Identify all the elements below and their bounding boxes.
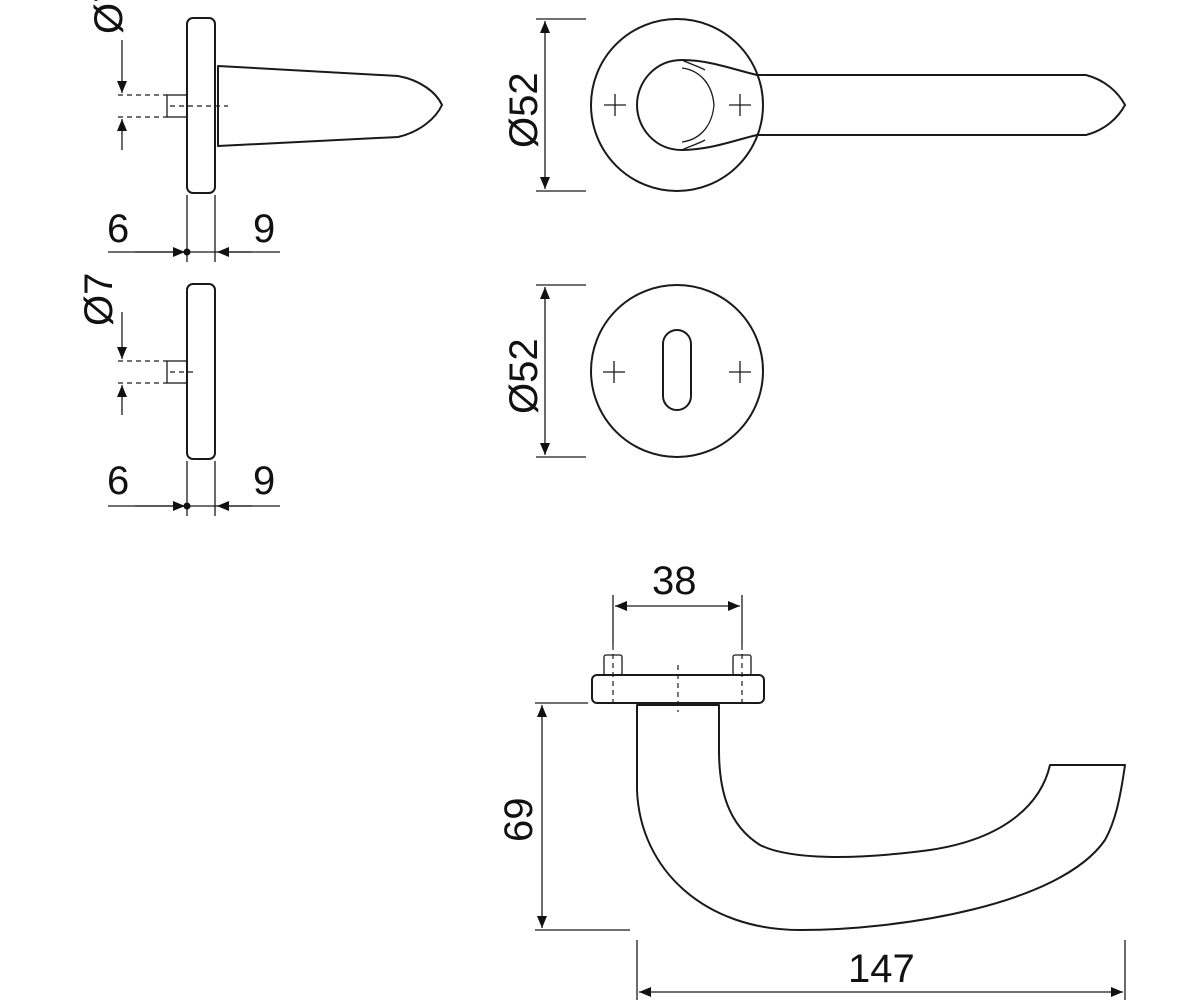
escutcheon-diameter-label: Ø52 — [502, 338, 546, 414]
rose-front-view: Ø52 — [502, 18, 1126, 192]
escutcheon-disc — [590, 284, 764, 458]
escutcheon-right-offset-label: 9 — [253, 459, 275, 503]
rose-base-plate — [591, 674, 765, 704]
rose-side-view: Ø7 6 9 — [87, 0, 443, 262]
lever-side-profile — [217, 65, 443, 147]
rose-right-offset-label: 9 — [253, 207, 275, 251]
handle-length-label: 147 — [848, 947, 915, 991]
screw-mark-left — [603, 361, 625, 383]
screw-spacing-label: 38 — [652, 559, 697, 603]
lever-neck — [636, 59, 758, 151]
screw-mark-left — [604, 94, 626, 116]
screw-mark-right — [729, 94, 751, 116]
rose-pin-diameter-label: Ø7 — [87, 0, 131, 34]
lever-top-view: 38 69 147 — [497, 559, 1126, 1000]
escutcheon-pin-diameter-label: Ø7 — [77, 273, 121, 326]
handle-projection-label: 69 — [497, 798, 541, 843]
escutcheon-pin — [166, 360, 188, 384]
escutcheon-front-view: Ø52 — [502, 284, 764, 458]
rose-diameter-label: Ø52 — [502, 72, 546, 148]
rose-disc — [590, 18, 764, 192]
spindle-pin — [166, 94, 188, 118]
escutcheon-left-offset-label: 6 — [107, 459, 129, 503]
lever-front-outline — [756, 74, 1126, 136]
escutcheon-side-view: Ø7 6 9 — [77, 273, 280, 516]
screw-mark-right — [729, 361, 751, 383]
rose-left-offset-label: 6 — [107, 207, 129, 251]
curved-lever-outline — [636, 704, 1126, 931]
keyhole-slot — [662, 329, 692, 411]
